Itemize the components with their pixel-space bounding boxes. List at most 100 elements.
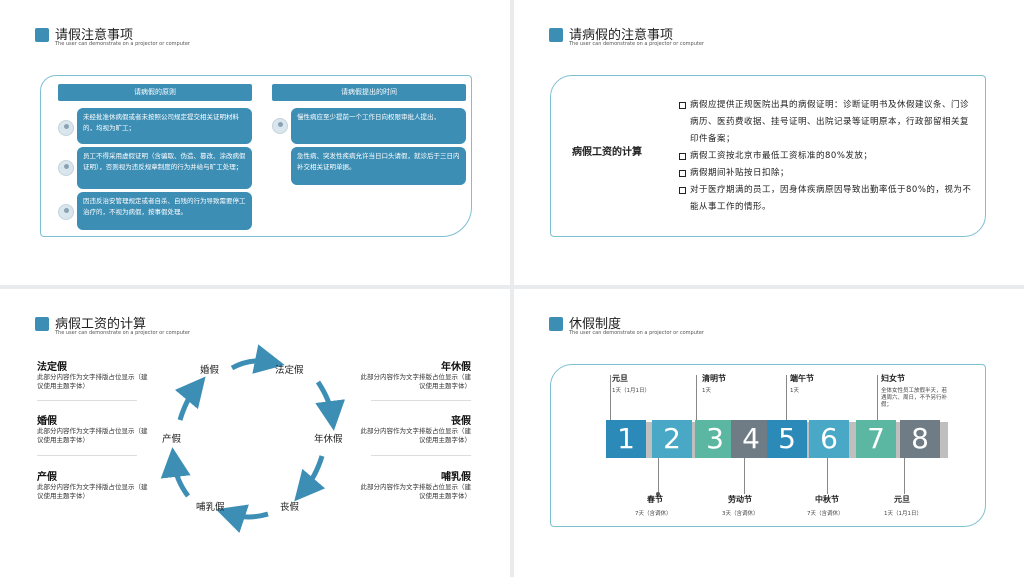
number-cube: 8 <box>900 420 948 458</box>
holiday-name: 端午节 <box>790 374 814 383</box>
number-cube: 7 <box>856 420 904 458</box>
connector-line <box>786 375 787 423</box>
principle-item: 未经批准休病假或者未按照公司规定提交相关证明材料的，均视为旷工； <box>77 108 252 144</box>
number-cube: 1 <box>606 420 654 458</box>
cycle-arrow <box>215 504 269 533</box>
slide-holiday-policy[interactable]: 休假制度 The user can demonstrate on a proje… <box>514 289 1024 577</box>
slide-title: 病假工资的计算 <box>55 317 147 332</box>
avatar-icon <box>58 204 74 220</box>
holiday-days: 1天 <box>702 388 711 394</box>
title-square-icon <box>549 317 563 331</box>
connector-line <box>610 375 611 423</box>
cycle-arrow <box>294 455 326 502</box>
cycle-label: 产假 <box>162 434 182 445</box>
slide-leave-notes[interactable]: 请假注意事项 The user can demonstrate on a pro… <box>0 0 510 285</box>
slide-title: 休假制度 <box>569 317 622 332</box>
cycle-arrow <box>315 380 346 431</box>
slide-subtitle: The user can demonstrate on a projector … <box>55 41 190 47</box>
list-item: 病假期间补贴按日扣除； <box>679 165 974 182</box>
checkbox-icon <box>679 153 686 160</box>
connector-line <box>658 458 659 494</box>
principle-item: 因违反治安管理规定或者自杀、自残的行为导致需要停工治疗的，不视为病假，按事假处理… <box>77 192 252 230</box>
holiday-days: 3天（含调休） <box>722 511 759 517</box>
holiday-days: 全体女性员工放假半天，若遇周六、周日，不予另行补假； <box>881 388 948 408</box>
divider <box>371 400 471 401</box>
leave-type-desc: 此部分内容作为文字排版占位显示（建议使用主题字体） <box>360 483 472 500</box>
holiday-name: 中秋节 <box>815 495 839 504</box>
leave-type-title: 产假 <box>37 472 57 483</box>
slide-title: 请病假的注意事项 <box>569 28 674 43</box>
leave-type-title: 婚假 <box>37 416 57 427</box>
holiday-name: 妇女节 <box>881 374 905 383</box>
avatar-icon <box>58 120 74 136</box>
title-square-icon <box>35 28 49 42</box>
title-square-icon <box>549 28 563 42</box>
number-cube: 5 <box>767 420 815 458</box>
list-item: 对于医疗期满的员工，因身体疾病原因导致出勤率低于80%的，视为不能从事工作的情形… <box>679 182 974 216</box>
cycle-label: 法定假 <box>275 365 304 376</box>
connector-line <box>877 375 878 423</box>
list-item: 病假应提供正规医院出具的病假证明：诊断证明书及休假建议条、门诊病历、医药费收据、… <box>679 97 974 148</box>
timing-item: 急性病、突发性疾病允许当日口头请假，就诊后于三日内补交相关证明单据。 <box>291 147 466 185</box>
leave-type-title: 年休假 <box>441 362 471 373</box>
cycle-diagram <box>160 344 346 533</box>
content-frame <box>550 364 986 527</box>
connector-line <box>904 458 905 494</box>
principle-item: 员工不得采用虚假证明（含骗取、伪造、篡改、涂改病假证明），否则视为违反规章制度的… <box>77 147 252 189</box>
holiday-name: 元旦 <box>612 374 628 383</box>
holiday-days: 1天（1月1日） <box>884 511 922 517</box>
leave-type-desc: 此部分内容作为文字排版占位显示（建议使用主题字体） <box>360 373 472 390</box>
timing-item: 慢性病应至少提前一个工作日向权限审批人提出， <box>291 108 466 144</box>
holiday-name: 劳动节 <box>728 495 752 504</box>
leave-type-title: 法定假 <box>37 362 67 373</box>
connector-line <box>744 458 745 494</box>
slide-subtitle: The user can demonstrate on a projector … <box>569 330 704 336</box>
title-square-icon <box>35 317 49 331</box>
cycle-label: 年休假 <box>314 434 343 445</box>
cycle-arrow <box>160 447 191 498</box>
slide-sick-pay-calc[interactable]: 病假工资的计算 The user can demonstrate on a pr… <box>0 289 510 577</box>
checkbox-icon <box>679 187 686 194</box>
divider <box>37 455 137 456</box>
slide-subtitle: The user can demonstrate on a projector … <box>55 330 190 336</box>
holiday-days: 1天 <box>790 388 799 394</box>
column-header-timing: 请病假提出的时间 <box>272 84 466 101</box>
holiday-days: 7天（含调休） <box>635 511 672 517</box>
content-frame <box>40 75 472 237</box>
cycle-arrow <box>174 376 206 421</box>
connector-dot <box>656 492 660 496</box>
content-frame <box>550 75 986 237</box>
notes-list: 病假应提供正规医院出具的病假证明：诊断证明书及休假建议条、门诊病历、医药费收据、… <box>679 97 974 216</box>
divider <box>37 400 137 401</box>
checkbox-icon <box>679 170 686 177</box>
number-cube: 3 <box>695 420 743 458</box>
connector-line <box>696 375 697 423</box>
section-label: 病假工资的计算 <box>572 147 642 158</box>
leave-type-desc: 此部分内容作为文字排版占位显示（建议使用主题字体） <box>37 373 148 390</box>
slide-subtitle: The user can demonstrate on a projector … <box>569 41 704 47</box>
avatar-icon <box>272 118 288 134</box>
slide-sick-leave-notes[interactable]: 请病假的注意事项 The user can demonstrate on a p… <box>514 0 1024 285</box>
holiday-days: 7天（含调休） <box>807 511 844 517</box>
slide-title: 请假注意事项 <box>55 28 134 43</box>
cycle-label: 哺乳假 <box>196 502 225 513</box>
holiday-name: 春节 <box>647 495 663 504</box>
holiday-name: 元旦 <box>894 495 910 504</box>
cycle-arrow <box>230 344 285 374</box>
list-item: 病假工资按北京市最低工资标准的80%发放； <box>679 148 974 165</box>
number-cube: 2 <box>652 420 700 458</box>
leave-type-desc: 此部分内容作为文字排版占位显示（建议使用主题字体） <box>37 483 148 500</box>
checkbox-icon <box>679 102 686 109</box>
divider <box>371 455 471 456</box>
connector-line <box>827 458 828 494</box>
leave-type-title: 丧假 <box>451 416 471 427</box>
leave-type-desc: 此部分内容作为文字排版占位显示（建议使用主题字体） <box>37 427 148 444</box>
leave-type-desc: 此部分内容作为文字排版占位显示（建议使用主题字体） <box>360 427 472 444</box>
leave-type-title: 哺乳假 <box>441 472 471 483</box>
cycle-label: 婚假 <box>200 365 220 376</box>
number-cube: 4 <box>731 420 779 458</box>
number-cube: 6 <box>809 420 857 458</box>
cycle-label: 丧假 <box>280 502 300 513</box>
column-header-principles: 请病假的原则 <box>58 84 252 101</box>
avatar-icon <box>58 160 74 176</box>
